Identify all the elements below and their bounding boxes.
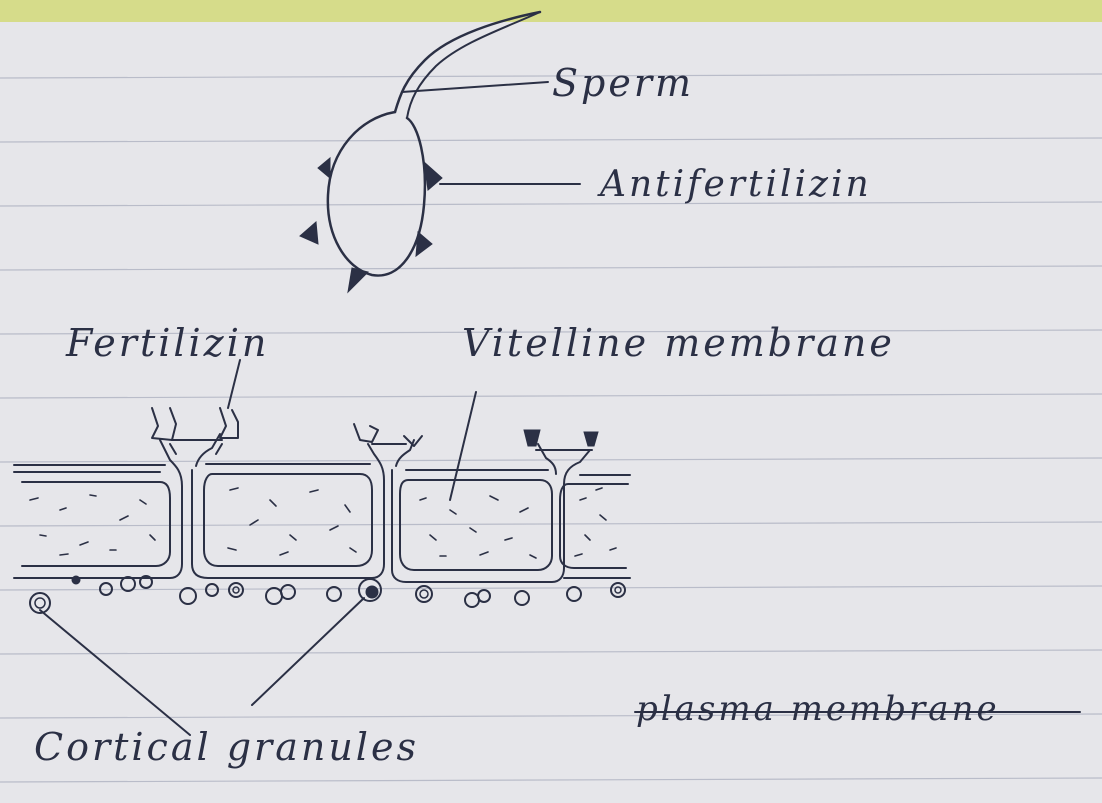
label-cortical-granules: Cortical granules <box>34 725 419 769</box>
label-fertilizin: Fertilizin <box>65 321 269 365</box>
label-plasma-membrane: plasma membrane <box>636 689 1000 729</box>
page-top-strip <box>0 0 1102 22</box>
label-antifertilizin: Antifertilizin <box>597 164 872 205</box>
label-vitelline-membrane: Vitelline membrane <box>462 321 895 365</box>
label-sperm: Sperm <box>552 61 694 105</box>
